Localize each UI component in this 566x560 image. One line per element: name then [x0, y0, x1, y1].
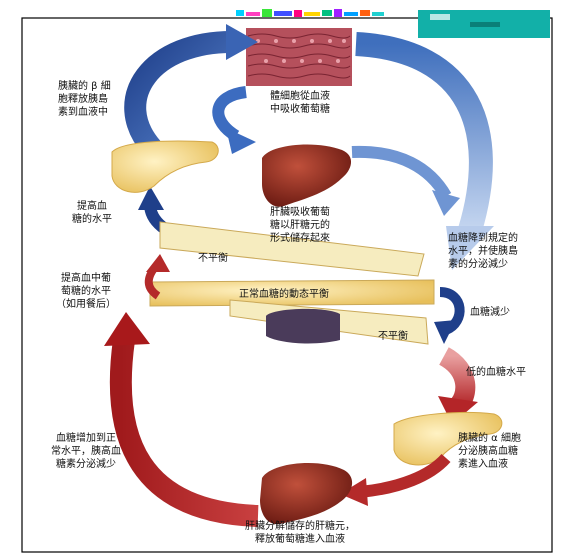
seesaw-balance-beam	[149, 279, 435, 307]
arrowhead-set-point	[446, 226, 494, 270]
arrowhead-glucagon	[340, 478, 368, 506]
arrow-insulin-to-cells	[124, 30, 237, 156]
arrowhead-low-level	[438, 396, 478, 424]
liver-top-image	[262, 144, 352, 207]
arrow-cells-to-liver	[212, 86, 248, 142]
arrowhead-sugar-down	[434, 320, 456, 344]
label-imbalance-bottom: 不平衡	[378, 331, 408, 342]
arrow-liver-to-setpoint	[351, 145, 452, 200]
label-beta-cells: 胰臟的 β 細 胞釋放胰島 素到血液中	[58, 81, 111, 118]
arrow-spacer	[196, 452, 234, 490]
fulcrum-dark-shape	[266, 308, 340, 344]
label-body-cells: 體細胞從血液 中吸收葡萄糖	[270, 91, 330, 115]
arrowhead-raise-meal	[146, 254, 170, 272]
frame-border	[21, 17, 553, 553]
label-liver-release: 肝臟分解儲存的肝糖元， 釋放葡萄糖進入血液	[245, 521, 355, 545]
liver-bottom-image	[260, 463, 353, 525]
label-imbalance-top: 不平衡	[198, 253, 228, 264]
arrowhead-insulin	[226, 24, 258, 60]
pancreas-bottom-image	[393, 411, 503, 466]
pancreas-top-image	[111, 140, 219, 193]
seesaw-upper-plank	[159, 221, 425, 277]
label-balance: 正常血糖的動态平衡	[239, 289, 329, 300]
label-low-level: 低的血糖水平	[466, 367, 526, 378]
arrow-red-loop-up	[109, 338, 259, 527]
glitch-banner	[236, 9, 550, 38]
body-tissue-image	[246, 28, 352, 86]
arrowhead-raise-level	[138, 186, 164, 210]
label-sugar-up: 血糖增加到正 常水平，胰高血 糖素分泌減少	[51, 433, 121, 470]
arrow-glucagon-to-liver	[359, 453, 451, 498]
label-raise-meal: 提高血中葡 萄糖的水平 （如用餐后）	[56, 273, 116, 310]
arrowhead-liver-setpoint	[432, 190, 460, 216]
label-set-point: 血糖降到規定的 水平，并使胰島 素的分泌減少	[448, 233, 518, 270]
arrowhead-red-loop	[104, 312, 150, 346]
label-sugar-down: 血糖減少	[470, 307, 510, 318]
label-liver-store: 肝臟吸收葡萄 糖以肝糖元的 形式儲存起來	[270, 207, 330, 244]
arrow-right-descending	[355, 32, 493, 234]
arrowhead-to-liver	[226, 128, 256, 154]
label-raise-level: 提高血 糖的水平	[72, 201, 112, 225]
label-alpha-cells: 胰臟的 α 細胞 分泌胰高血糖 素進入血液	[458, 433, 521, 470]
